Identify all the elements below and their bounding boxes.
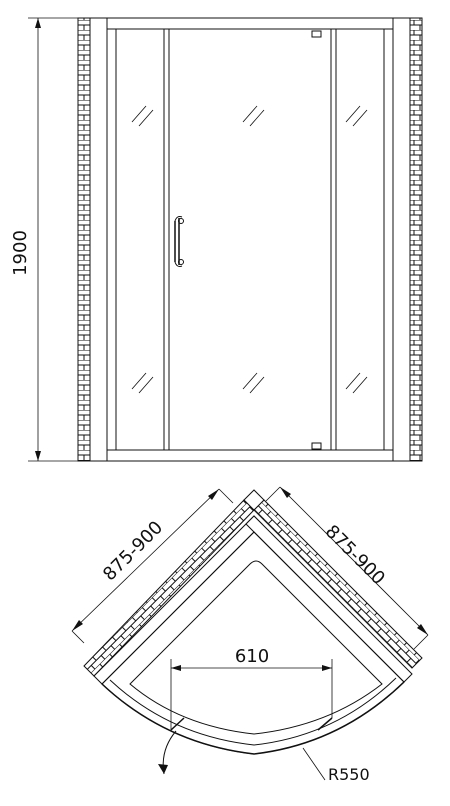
left-side-dimension-arrow-top-icon <box>208 489 219 500</box>
left-side-dimension-extension-top <box>218 488 234 504</box>
left-vertical-profile <box>89 17 108 462</box>
glass-hatch-bottom-left-icon <box>131 372 154 394</box>
height-dimension-label: 1900 <box>10 230 31 276</box>
plan-view: 875-900 875-900 610 R550 <box>71 486 429 784</box>
shower-tray-inner <box>129 560 383 735</box>
door-top-hinge <box>311 30 322 38</box>
height-top-arrow-icon <box>35 18 41 28</box>
front-elevation: 1900 <box>10 17 423 462</box>
right-vertical-profile <box>392 17 411 462</box>
bottom-threshold-frame <box>106 449 394 462</box>
radius-leader-line <box>302 747 326 781</box>
height-bottom-arrow-icon <box>35 451 41 461</box>
left-wall-brick <box>77 17 91 462</box>
left-corner-wall-brick <box>83 499 255 677</box>
left-side-dimension-line <box>71 488 220 632</box>
corner-cap <box>243 489 265 511</box>
front-curved-glass-inner <box>109 677 397 746</box>
door-handle-icon <box>174 216 184 267</box>
glass-hatch-bottom-center-icon <box>242 372 265 394</box>
front-curved-glass-outer <box>101 681 405 755</box>
right-side-dimension-extension-bottom <box>413 634 429 650</box>
door-width-label: 610 <box>235 646 269 667</box>
right-wall-brick <box>409 17 423 462</box>
top-header-frame <box>106 17 394 30</box>
radius-label: R550 <box>328 765 370 784</box>
glass-hatch-top-center-icon <box>242 105 265 127</box>
left-side-dimension-extension-bottom <box>71 630 85 644</box>
shower-outer-frame <box>89 17 411 462</box>
right-door-stop <box>317 717 333 731</box>
left-door-stop <box>170 717 185 731</box>
glass-reflection-icons <box>131 105 368 394</box>
door-bottom-hinge <box>311 442 322 450</box>
right-side-dimension-extension-top <box>265 486 281 502</box>
left-side-dimension-label: 875-900 <box>99 517 167 585</box>
door-width-left-arrow-icon <box>171 665 181 671</box>
glass-hatch-top-right-icon <box>345 105 368 127</box>
right-side-dimension-arrow-top-icon <box>280 487 291 498</box>
glass-hatch-top-left-icon <box>131 105 154 127</box>
right-side-dimension-arrow-bottom-icon <box>417 624 428 635</box>
right-side-dimension-line <box>279 486 429 636</box>
left-side-dimension-arrow-bottom-icon <box>72 620 83 631</box>
glass-hatch-bottom-right-icon <box>345 372 368 394</box>
door-swing-arrowhead-icon <box>158 764 168 774</box>
door-width-right-arrow-icon <box>322 665 332 671</box>
